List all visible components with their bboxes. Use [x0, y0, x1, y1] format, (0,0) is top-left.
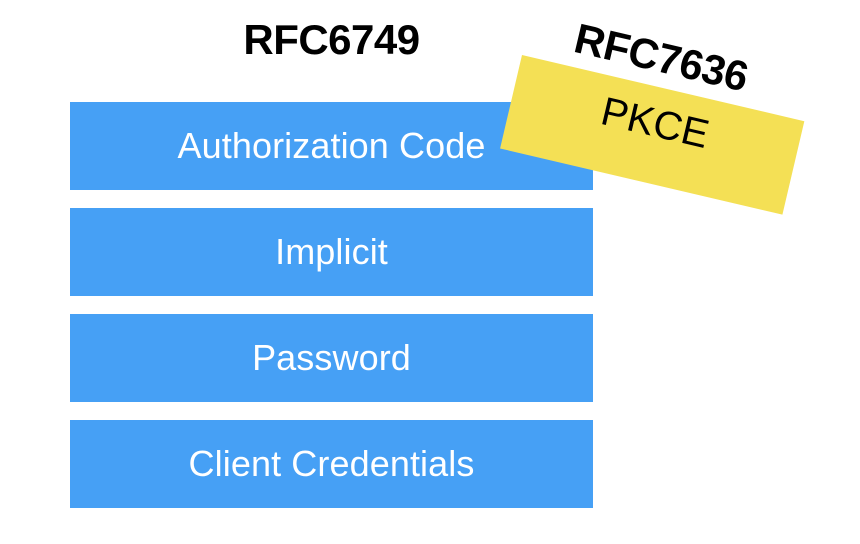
grant-bar-password[interactable]: Password	[70, 314, 593, 402]
grant-bar-client-credentials[interactable]: Client Credentials	[70, 420, 593, 508]
grant-bar-label: Authorization Code	[177, 125, 486, 166]
grant-bar-label: Implicit	[275, 231, 388, 272]
grant-type-list: Authorization Code Implicit Password Cli…	[70, 102, 593, 508]
grant-bar-implicit[interactable]: Implicit	[70, 208, 593, 296]
grant-bar-label: Password	[252, 337, 411, 378]
grant-bar-label: Client Credentials	[188, 443, 475, 484]
rfc6749-title: RFC6749	[243, 16, 420, 63]
